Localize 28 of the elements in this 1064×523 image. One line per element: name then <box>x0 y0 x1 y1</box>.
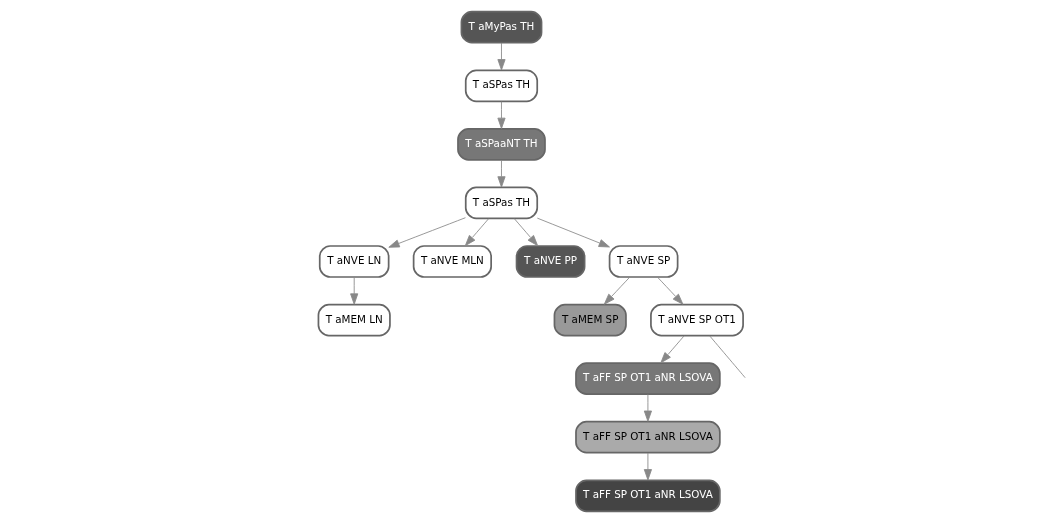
node-box: T aFF SP OT1 aNR LSOVA <box>575 420 721 454</box>
arrow <box>603 276 630 305</box>
arrow <box>497 159 506 188</box>
node-box: T aSPaaNT TH <box>457 128 546 161</box>
node-box: T aNVE MLN <box>412 245 492 278</box>
node-box: T aMEM LN <box>317 303 391 337</box>
node-box: T aMyPas TH <box>460 10 543 44</box>
node-box: T aNVE SP OT1 <box>650 303 744 337</box>
arrow <box>536 217 610 248</box>
node-box: T aFF SP OT1 aNR LSOVA <box>575 479 721 513</box>
arrow <box>513 218 539 247</box>
arrow <box>657 276 684 305</box>
arrow <box>464 218 489 247</box>
node-box: T aSPas TH <box>464 69 539 103</box>
node-box: T aNVE SP <box>608 245 679 278</box>
node-box: T aNVE PP <box>515 245 586 278</box>
node-box: T aSPas TH <box>464 186 539 220</box>
arrow <box>660 335 685 364</box>
arrow <box>388 217 466 248</box>
arrow <box>497 42 506 71</box>
arrow <box>643 394 652 422</box>
arrow <box>497 101 506 129</box>
arrow <box>643 452 652 481</box>
node-box: T aFF SP OT1 aNR LSOVA <box>575 362 721 395</box>
connector <box>709 335 746 379</box>
arrow <box>350 276 359 305</box>
node-box: T aMEM SP <box>553 303 627 337</box>
node-box: T aNVE LN <box>318 245 390 278</box>
